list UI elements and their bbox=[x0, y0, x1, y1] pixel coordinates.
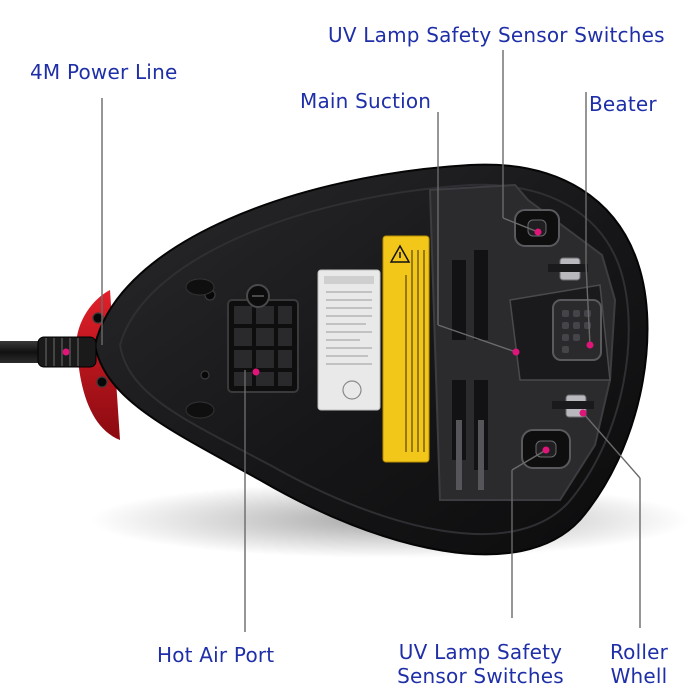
callout-roller-wheel: Roller Whell bbox=[598, 640, 680, 688]
product-label-sticker bbox=[317, 269, 381, 411]
warning-sticker bbox=[382, 235, 430, 463]
callout-power-line: 4M Power Line bbox=[30, 60, 178, 84]
marker-dots bbox=[62, 228, 594, 454]
roller-wheel-top bbox=[548, 257, 588, 281]
callout-uv-bottom-line1: UV Lamp Safety bbox=[398, 640, 563, 664]
feet bbox=[185, 278, 215, 419]
hot-air-port bbox=[227, 284, 299, 393]
marker-uv-top bbox=[534, 228, 542, 236]
marker-hot-air bbox=[252, 368, 260, 376]
marker-power-line bbox=[62, 348, 70, 356]
marker-main-suction bbox=[512, 348, 520, 356]
body-inner-edge bbox=[118, 183, 630, 536]
uv-sensor-switch-top bbox=[514, 209, 560, 247]
callout-roller-wheel-line1: Roller bbox=[609, 640, 669, 664]
leader-lines bbox=[101, 50, 641, 632]
callout-uv-top: UV Lamp Safety Sensor Switches bbox=[328, 23, 665, 47]
callout-hot-air-port: Hot Air Port bbox=[157, 643, 275, 667]
callout-uv-bottom: UV Lamp Safety Sensor Switches bbox=[388, 640, 573, 688]
callout-main-suction: Main Suction bbox=[300, 89, 432, 113]
beater-brush bbox=[552, 299, 602, 361]
power-cord bbox=[0, 336, 97, 368]
callout-roller-wheel-line2: Whell bbox=[610, 664, 668, 688]
marker-beater bbox=[586, 341, 594, 349]
marker-uv-bottom bbox=[542, 446, 550, 454]
marker-roller bbox=[579, 409, 587, 417]
callout-uv-bottom-line2: Sensor Switches bbox=[397, 664, 564, 688]
callout-beater: Beater bbox=[589, 92, 657, 116]
